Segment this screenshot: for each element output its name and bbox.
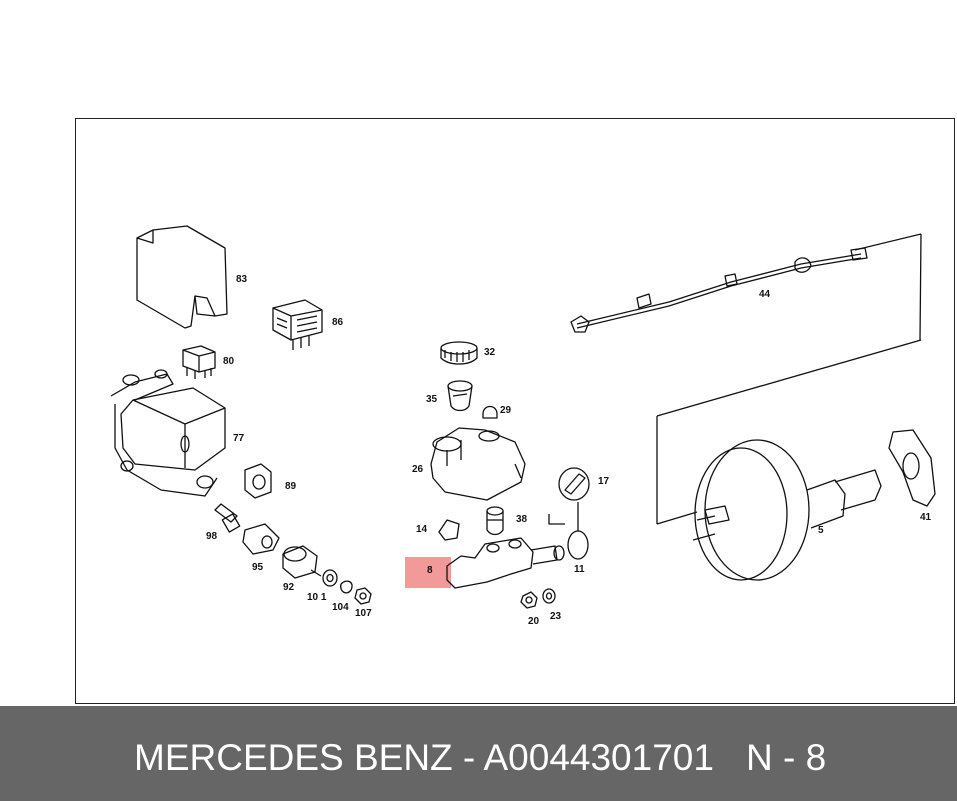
- label-part-101: 10 1: [307, 592, 327, 603]
- part-26-reservoir: [430, 427, 526, 501]
- label-part-83: 83: [236, 274, 248, 285]
- label-part-104: 104: [332, 602, 349, 613]
- part-77-hydraulic-unit: [110, 369, 226, 497]
- part-8-master-cylinder: [446, 537, 565, 589]
- part-44-cable: [570, 233, 922, 341]
- label-part-92: 92: [283, 582, 295, 593]
- label-part-32: 32: [484, 347, 496, 358]
- label-part-14: 14: [416, 524, 428, 535]
- footer-bar: [0, 706, 957, 801]
- label-part-38: 38: [516, 514, 528, 525]
- footer-brand-part-number: MERCEDES BENZ - A0044301701: [134, 737, 714, 778]
- part-11-o-ring: [548, 502, 589, 560]
- highlight-part-8: [405, 557, 451, 588]
- label-part-8: 8: [427, 565, 433, 576]
- label-part-107: 107: [355, 608, 372, 619]
- label-part-95: 95: [252, 562, 264, 573]
- label-part-80: 80: [223, 356, 235, 367]
- label-part-98: 98: [206, 531, 218, 542]
- label-part-35: 35: [426, 394, 438, 405]
- label-part-44: 44: [759, 289, 771, 300]
- label-part-26: 26: [412, 464, 424, 475]
- label-part-29: 29: [500, 405, 512, 416]
- part-14-grommet: [438, 519, 460, 541]
- diagram-frame: [75, 118, 955, 704]
- parts-diagram: 83 86 80 77 89 98 95 92 10 1 104 107 32 …: [110, 225, 936, 627]
- part-92-mount: [282, 545, 318, 579]
- part-80-relay: [182, 345, 216, 379]
- part-86-relay: [272, 299, 323, 350]
- label-part-41: 41: [920, 512, 932, 523]
- part-104-washer: [340, 580, 353, 594]
- part-83-cover: [136, 225, 228, 329]
- part-38-seal: [486, 506, 504, 536]
- label-part-23: 23: [550, 611, 562, 622]
- footer-reference: N - 8: [746, 737, 827, 778]
- part-98-pin: [214, 503, 241, 533]
- label-part-77: 77: [233, 433, 245, 444]
- part-41-gasket: [888, 429, 936, 507]
- label-part-11: 11: [574, 564, 585, 575]
- label-part-5: 5: [818, 525, 824, 536]
- label-part-89: 89: [285, 481, 297, 492]
- part-107-nut: [354, 587, 372, 605]
- part-95-bushing: [242, 523, 280, 555]
- part-101-stud: [310, 569, 338, 587]
- part-89-bracket: [244, 463, 272, 499]
- label-part-17: 17: [598, 476, 610, 487]
- part-23-washer: [542, 588, 556, 604]
- part-29-plug: [482, 405, 498, 419]
- part-17-tool-icon: [558, 467, 590, 501]
- label-part-20: 20: [528, 616, 540, 627]
- part-35-strainer: [447, 380, 473, 412]
- part-32-cap: [440, 341, 478, 365]
- label-part-86: 86: [332, 317, 344, 328]
- part-5-brake-booster: [656, 339, 922, 581]
- part-20-nut: [520, 591, 538, 609]
